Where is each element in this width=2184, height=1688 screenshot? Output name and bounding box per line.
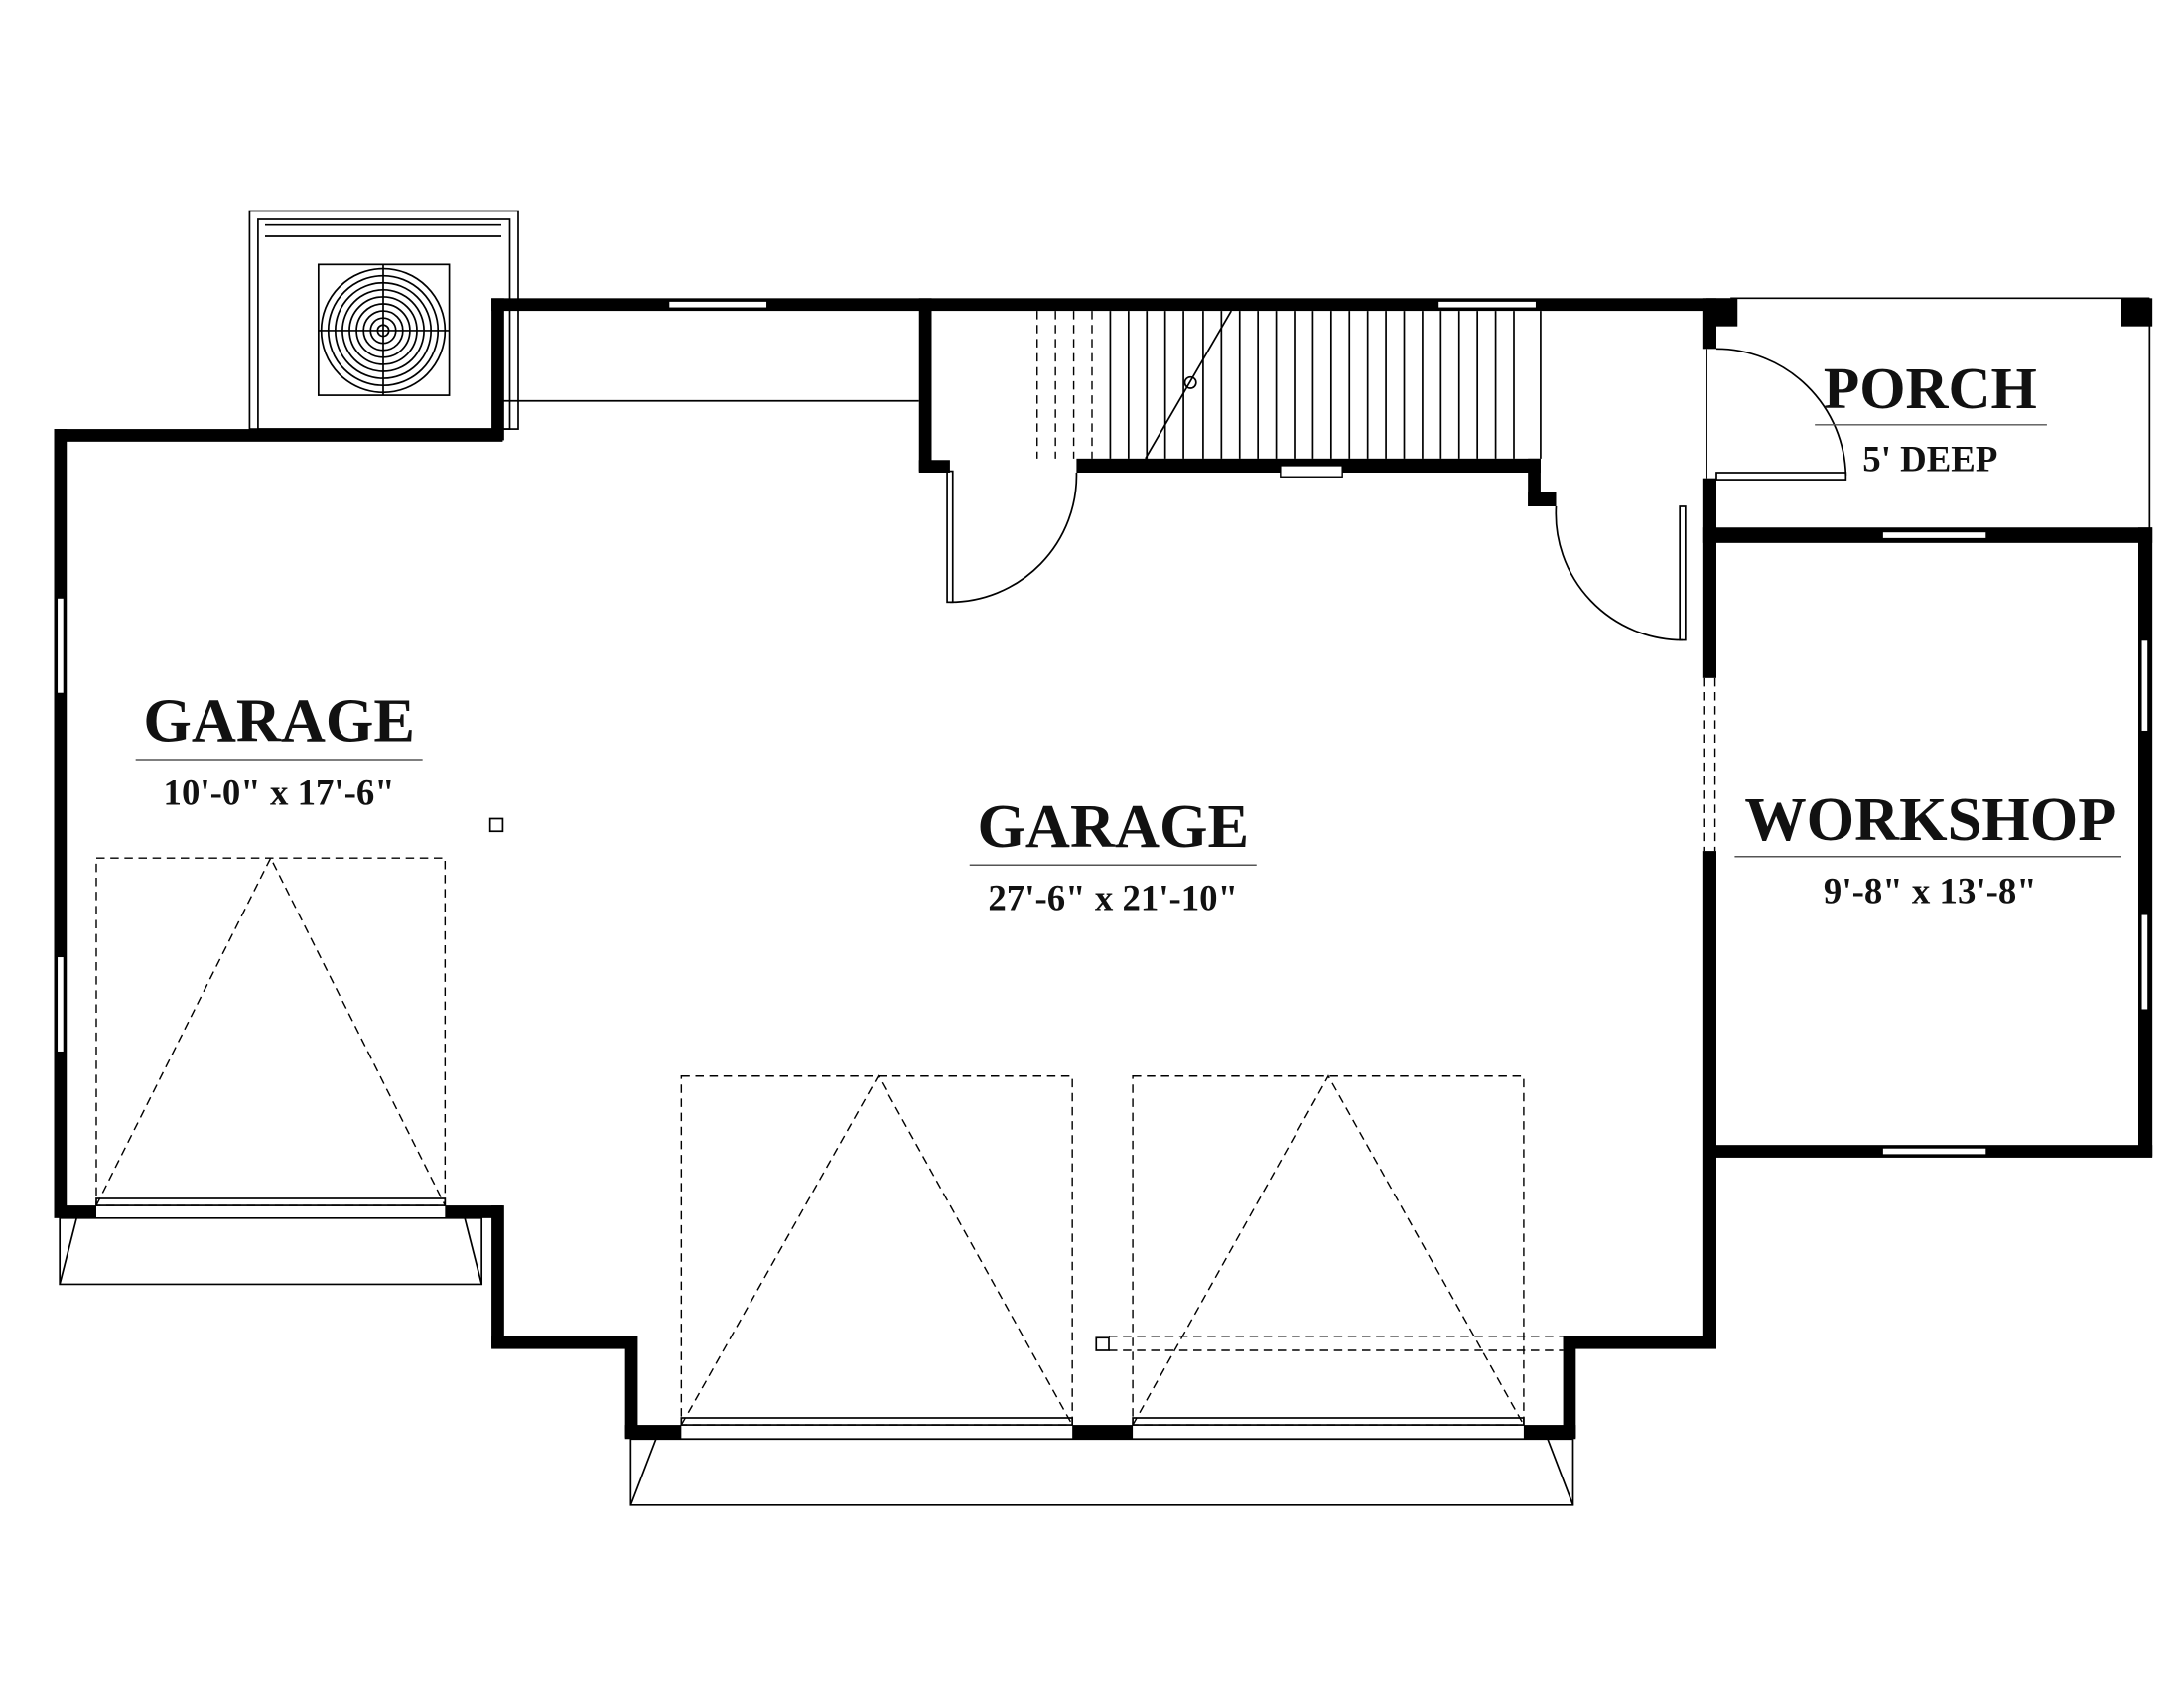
door-stair-left[interactable] [946,470,1078,604]
room-name-workshop: WORKSHOP [1744,785,2116,854]
room-size-workshop: 9'-8" x 13'-8" [1824,871,2037,912]
door-workshop-side[interactable] [1555,505,1687,641]
staircase [1036,310,1542,460]
room-name-porch: PORCH [1824,355,2037,421]
garage-door-center-right[interactable] [1132,1074,1525,1426]
garage-door-left[interactable] [59,856,483,1286]
walls [54,298,2153,1440]
garage-door-center-left[interactable] [680,1074,1074,1426]
windows [56,300,2149,1156]
door-porch[interactable] [1715,348,1847,481]
driveway-apron [629,1438,1574,1506]
hvac-unit [248,210,519,430]
room-size-garage-left: 10'-0" x 17'-6" [164,772,395,812]
room-name-garage-main: GARAGE [977,792,1249,861]
workshop-opening [1703,677,1716,852]
beam-line [488,817,1564,1351]
room-name-garage-left: GARAGE [143,687,415,756]
room-size-garage-main: 27'-6" x 21'-10" [988,878,1238,918]
porch-outline [1706,297,2151,529]
room-size-porch: 5' DEEP [1862,439,1997,480]
